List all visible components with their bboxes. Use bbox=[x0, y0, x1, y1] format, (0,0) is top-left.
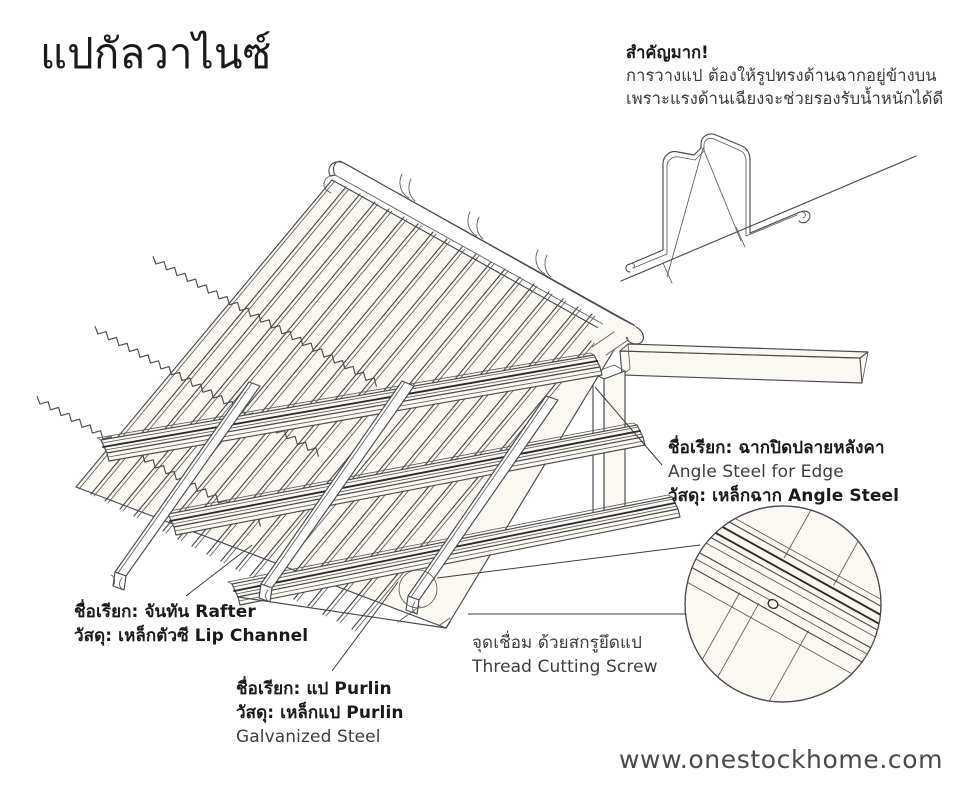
eaves-edge-trim bbox=[237, 596, 451, 629]
thread-cutting-screw-head bbox=[767, 598, 779, 610]
footer-website-url: www.onestockhome.com bbox=[619, 745, 944, 774]
label-angle-steel-line3: วัสดุ: เหล็กฉาก Angle Steel bbox=[668, 486, 900, 506]
purlin-profile-figure bbox=[620, 133, 917, 284]
important-note-heading: สำคัญมาก! bbox=[626, 43, 709, 62]
purlin-middle bbox=[163, 422, 646, 536]
label-angle-steel: ชื่อเรียก: ฉากปิดปลายหลังคา Angle Steel … bbox=[668, 436, 899, 508]
label-screw-line2: Thread Cutting Screw bbox=[472, 657, 658, 677]
label-rafter-line1: ชื่อเรียก: จันทัน Rafter bbox=[74, 602, 256, 622]
rafter-right bbox=[405, 395, 559, 615]
label-angle-steel-line1: ชื่อเรียก: ฉากปิดปลายหลังคา bbox=[668, 438, 885, 458]
rafter-members bbox=[110, 380, 559, 615]
important-note-line2: เพราะแรงด้านเฉียงจะช่วยรองรับน้ำหนักได้ด… bbox=[626, 89, 944, 108]
important-note-body: การวางแป ต้องให้รูปทรงด้านฉากอยู่ข้างบน … bbox=[626, 64, 943, 110]
page-title: แปกัลวาไนซ์ bbox=[40, 29, 272, 78]
angle-steel-edge-beam bbox=[619, 343, 869, 384]
rafter-left bbox=[110, 381, 261, 591]
label-rafter: ชื่อเรียก: จันทัน Rafter วัสดุ: เหล็กตัว… bbox=[74, 600, 308, 648]
detail-source-circle bbox=[398, 569, 438, 609]
label-angle-steel-line2: Angle Steel for Edge bbox=[668, 462, 844, 482]
label-purlin-line2: วัสดุ: เหล็กแป Purlin bbox=[236, 703, 404, 723]
rafter-middle bbox=[258, 380, 415, 603]
label-rafter-line2: วัสดุ: เหล็กตัวซี Lip Channel bbox=[74, 626, 309, 646]
roof-ridge-cap bbox=[323, 160, 645, 345]
roof-sheet-right-slope bbox=[586, 315, 636, 356]
roof-assembly-drawing bbox=[36, 160, 869, 632]
screw-detail-magnifier bbox=[684, 505, 882, 703]
important-note-line1: การวางแป ต้องให้รูปทรงด้านฉากอยู่ข้างบน bbox=[626, 66, 937, 85]
label-purlin-line3: Galvanized Steel bbox=[236, 727, 381, 747]
label-screw: จุดเชื่อม ด้วยสกรูยึดแป Thread Cutting S… bbox=[472, 631, 658, 679]
leader-lines bbox=[185, 386, 701, 672]
label-screw-line1: จุดเชื่อม ด้วยสกรูยึดแป bbox=[472, 633, 642, 653]
label-purlin-line1: ชื่อเรียก: แป Purlin bbox=[236, 679, 392, 699]
label-purlin: ชื่อเรียก: แป Purlin วัสดุ: เหล็กแป Purl… bbox=[236, 677, 404, 749]
